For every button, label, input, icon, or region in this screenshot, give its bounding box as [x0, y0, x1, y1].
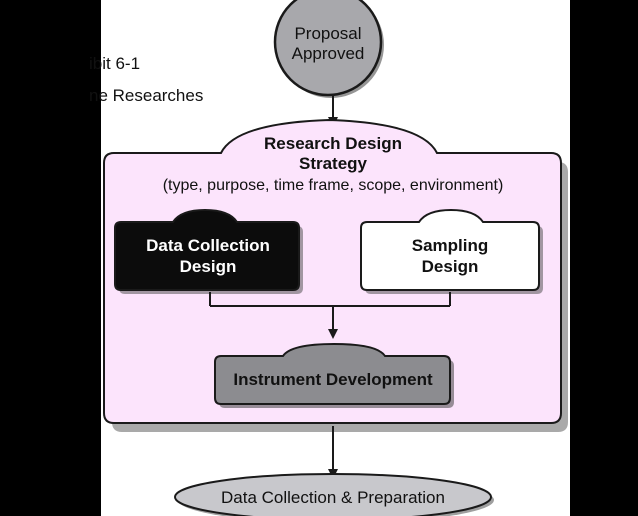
strategy-title-line2: Strategy [299, 154, 368, 173]
design-merge-connector [209, 292, 451, 339]
proposal-approved-node: Proposal Approved [273, 0, 384, 98]
data-collection-preparation-node: Data Collection & Preparation [174, 473, 494, 516]
exhibit-label: ibit 6-1 [89, 54, 141, 73]
preparation-label: Data Collection & Preparation [221, 488, 445, 507]
exhibit-subtitle: ne Researches [89, 86, 204, 105]
strategy-detail: (type, purpose, time frame, scope, envir… [163, 177, 504, 194]
right-letterbox-band [570, 0, 638, 516]
data-collection-design-box: Data Collection Design [114, 208, 303, 294]
data-collection-line2: Design [180, 257, 237, 276]
diagram-canvas: ibit 6-1 ne Researches Proposal Approved… [89, 0, 570, 516]
strategy-title-line1: Research Design [264, 134, 402, 153]
proposal-label-line1: Proposal [294, 24, 361, 43]
instrument-development-box: Instrument Development [214, 342, 454, 408]
sampling-line1: Sampling [412, 236, 489, 255]
instrument-label: Instrument Development [233, 370, 433, 389]
proposal-label-line2: Approved [292, 44, 365, 63]
research-design-flowchart: Proposal Approved Research Design Strate… [103, 0, 568, 516]
sampling-design-box: Sampling Design [360, 208, 543, 294]
sampling-line2: Design [422, 257, 479, 276]
data-collection-line1: Data Collection [146, 236, 270, 255]
